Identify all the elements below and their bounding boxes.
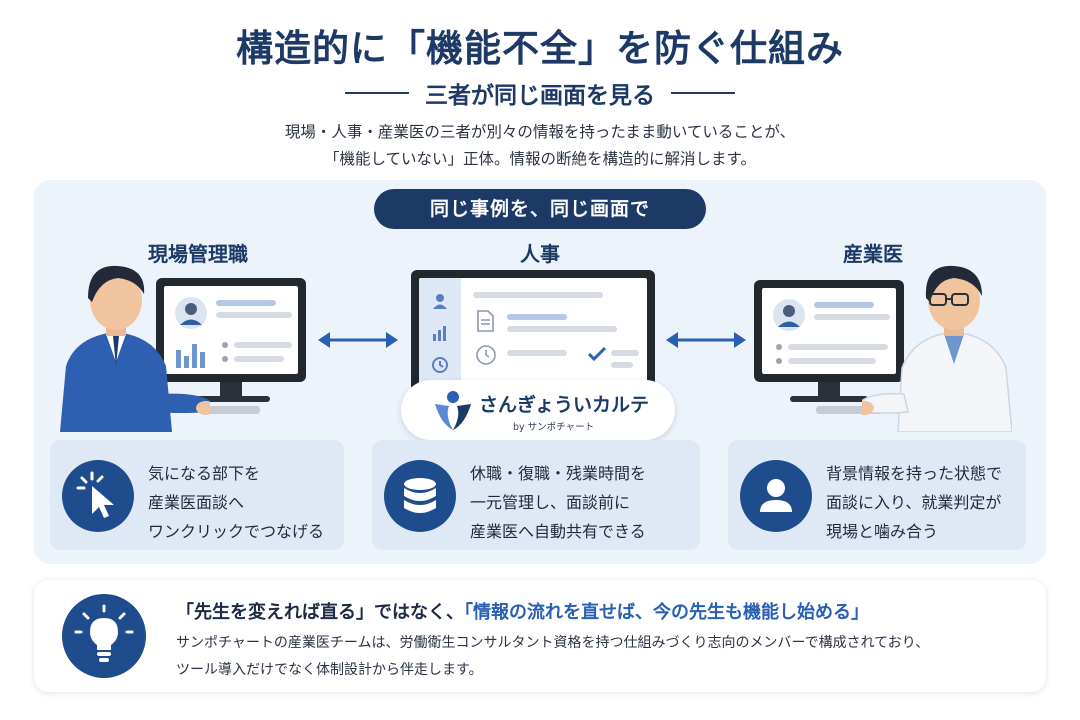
feature-text: 気になる部下を 産業医面談へ ワンクリックでつなげる [148, 459, 324, 546]
intro-text: 現場・人事・産業医の三者が別々の情報を持ったまま動いていることが、 「機能してい… [0, 119, 1080, 173]
database-icon [404, 478, 436, 513]
feature-icon-circle [62, 460, 134, 532]
karte-logo-icon [435, 391, 471, 430]
bottom-description-line-2: ツール導入だけでなく体制設計から伴走します。 [176, 662, 483, 678]
lightbulb-icon [74, 604, 134, 662]
cursor-click-icon [76, 471, 114, 518]
feature-icon-circle [740, 460, 812, 532]
page-subtitle: 三者が同じ画面を見る [425, 83, 655, 109]
double-arrow-icon [318, 332, 398, 348]
feature-card-doctor: 背景情報を持った状態で 面談に入り、就業判定が 現場と噛み合う [728, 440, 1026, 550]
doctor-monitor-screen [762, 288, 896, 374]
bottom-description-line-1: サンポチャートの産業医チームは、労働衛生コンサルタント資格を持つ仕組みづくり志向… [176, 635, 930, 651]
intro-line-2: 「機能していない」正体。情報の断絶を構造的に解消します。 [324, 150, 756, 168]
intro-line-1: 現場・人事・産業医の三者が別々の情報を持ったまま動いていることが、 [284, 123, 796, 141]
feature-line: 産業医へ自動共有できる [470, 522, 646, 541]
feature-line: 休職・復職・残業時間を [470, 464, 647, 483]
hr-content [461, 278, 647, 388]
hr-sidebar [419, 278, 461, 388]
same-screen-pill: 同じ事例を、同じ画面で [374, 189, 706, 229]
product-name: さんぎょういカルテ [479, 394, 650, 416]
feature-line: 産業医面談へ [148, 493, 245, 512]
feature-line: ワンクリックでつなげる [148, 522, 325, 541]
manager-illustration [60, 262, 310, 432]
feature-line: 面談に入り、就業判定が [826, 493, 1002, 512]
feature-text: 背景情報を持った状態で 面談に入り、就業判定が 現場と噛み合う [826, 459, 1002, 546]
feature-text: 休職・復職・残業時間を 一元管理し、面談前に 産業医へ自動共有できる [470, 459, 646, 546]
role-label-manager: 現場管理職 [148, 242, 248, 266]
keyboard [200, 406, 260, 414]
product-byline: by サンポチャート [513, 422, 595, 433]
role-label-hr: 人事 [520, 242, 560, 266]
chart-icon [433, 326, 446, 341]
doctor-person-figure [862, 265, 1012, 432]
subtitle-row: 三者が同じ画面を見る [0, 76, 1080, 110]
bar-chart-icon [176, 344, 205, 368]
bottom-icon-circle [62, 594, 146, 678]
feature-card-manager: 気になる部下を 産業医面談へ ワンクリックでつなげる [50, 440, 344, 550]
avatar-icon [175, 297, 207, 329]
clock-icon [432, 357, 448, 373]
manager-monitor [156, 278, 306, 382]
manager-person-figure [60, 265, 210, 432]
check-icon [587, 346, 607, 362]
avatar-icon [773, 299, 805, 331]
page-title: 構造的に「機能不全」を防ぐ仕組み [236, 27, 844, 70]
keyboard [816, 406, 882, 414]
subtitle-rule-left [345, 92, 409, 94]
hr-monitor [411, 270, 655, 396]
bottom-message-card: 「先生を変えれば直る」ではなく、「情報の流れを直せば、今の先生も機能し始める」 … [34, 580, 1046, 692]
role-label-doctor: 産業医 [843, 242, 903, 266]
key-message: 「先生を変えれば直る」ではなく、「情報の流れを直せば、今の先生も機能し始める」 [176, 598, 869, 624]
subtitle-rule-right [671, 92, 735, 94]
hr-monitor-screen [419, 278, 647, 388]
feature-icon-circle [384, 460, 456, 532]
key-message-part-1: 「先生を変えれば直る」ではなく、 [176, 602, 464, 623]
user-icon [760, 479, 792, 512]
timer-icon [476, 345, 496, 365]
product-logo-card: さんぎょういカルテ by サンポチャート [401, 380, 675, 440]
feature-line: 現場と噛み合う [826, 522, 939, 541]
feature-line: 気になる部下を [148, 464, 261, 483]
doctor-illustration [752, 262, 1012, 432]
feature-card-hr: 休職・復職・残業時間を 一元管理し、面談前に 産業医へ自動共有できる [372, 440, 700, 550]
double-arrow-icon [666, 332, 746, 348]
bottom-description: サンポチャートの産業医チームは、労働衛生コンサルタント資格を持つ仕組みづくり志向… [176, 630, 929, 684]
manager-monitor-screen [164, 286, 298, 374]
feature-line: 背景情報を持った状態で [826, 464, 1003, 483]
doctor-monitor [754, 280, 904, 382]
user-icon [433, 294, 447, 309]
document-icon [477, 310, 494, 332]
key-message-part-2: 「情報の流れを直せば、今の先生も機能し始める」 [464, 602, 869, 623]
feature-line: 一元管理し、面談前に [470, 493, 631, 512]
